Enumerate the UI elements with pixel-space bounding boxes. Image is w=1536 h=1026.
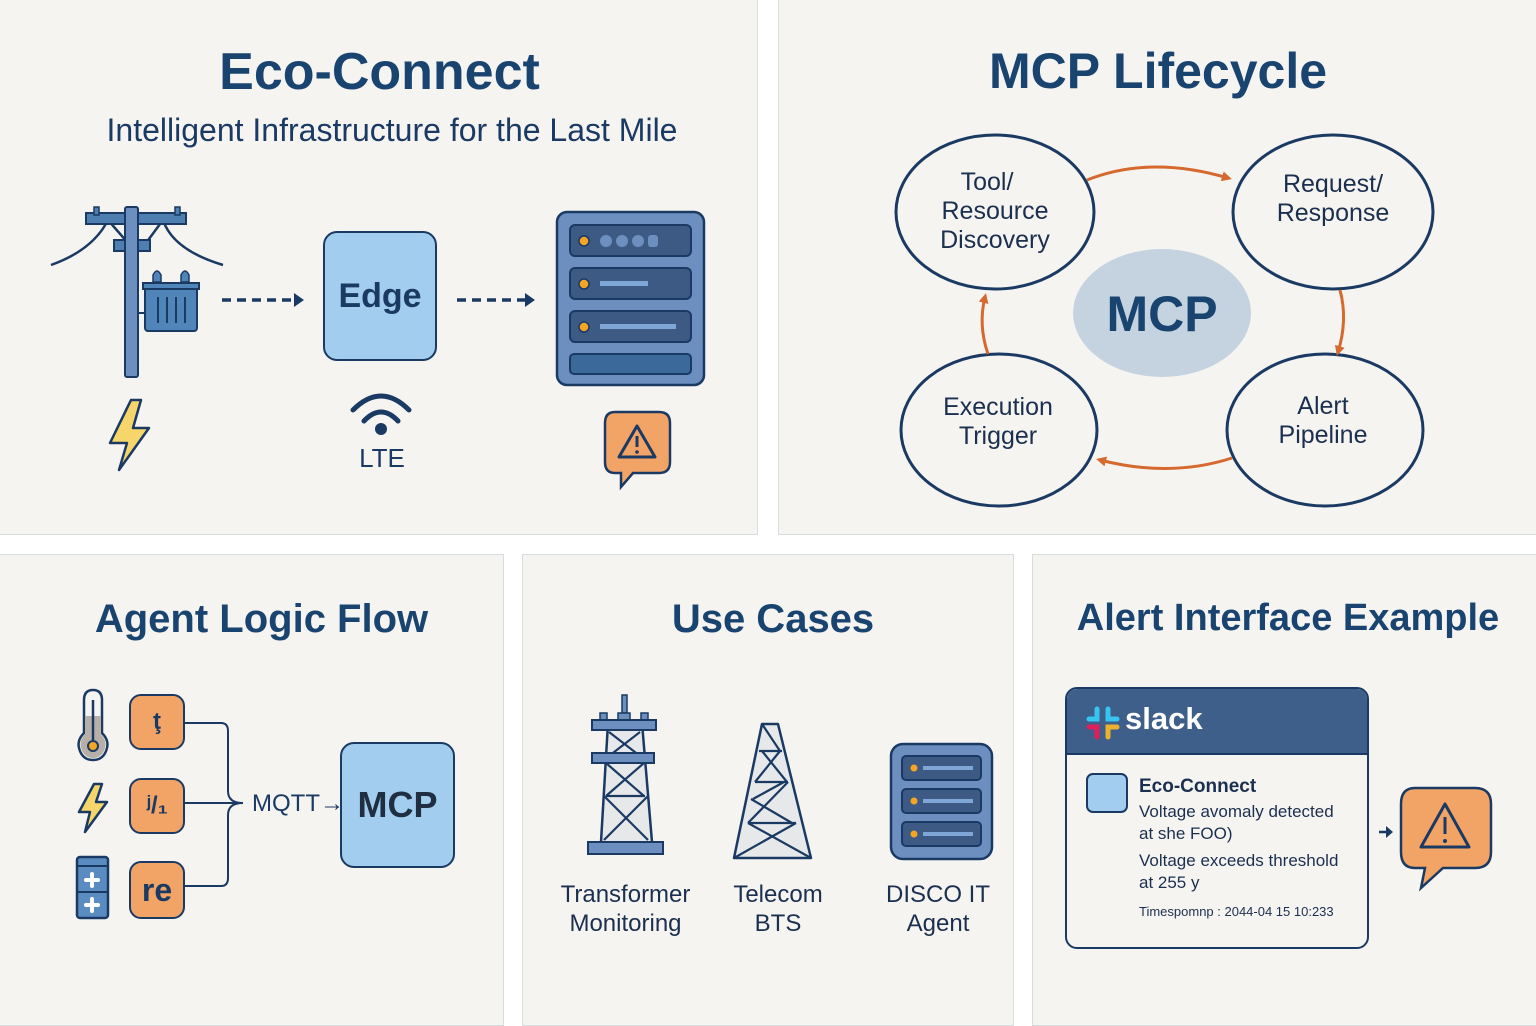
arrow-right-icon: → bbox=[319, 790, 344, 817]
lightning-bolt-icon bbox=[108, 398, 151, 472]
stage-alert-line2: Pipeline bbox=[1278, 421, 1368, 449]
alert-interface-title: Alert Interface Example bbox=[1076, 597, 1500, 639]
stage-request-response[interactable] bbox=[1231, 133, 1435, 291]
use-case-line1: Telecom bbox=[733, 881, 823, 908]
stage-alert-pipeline[interactable] bbox=[1225, 352, 1425, 508]
sender-name: Eco-Connect bbox=[1139, 776, 1257, 797]
use-case-line2: BTS bbox=[754, 910, 802, 937]
telecom-tower-icon bbox=[732, 722, 813, 860]
lte-label: LTE bbox=[359, 443, 405, 473]
server-rack-icon bbox=[555, 210, 706, 387]
thermometer-icon bbox=[77, 688, 109, 762]
sensor-badge-text: re bbox=[141, 871, 173, 908]
stage-execution-line2: Trigger bbox=[958, 422, 1038, 450]
stage-tool-discovery[interactable] bbox=[894, 133, 1096, 291]
mcp-center-node bbox=[1073, 249, 1251, 377]
lifecycle-diagram bbox=[894, 133, 1435, 508]
arrow-right-icon bbox=[1379, 826, 1393, 838]
arrow-discovery-to-request bbox=[1086, 165, 1232, 182]
eco-connect-panel: Eco-Connect Intelligent Infrastructure f… bbox=[0, 0, 758, 535]
stage-tool-line2: Resource bbox=[941, 197, 1049, 225]
use-case-label: Telecom BTS bbox=[708, 880, 848, 938]
sensor-merge-connector bbox=[185, 722, 244, 887]
sensor-badge-temperature: ţ bbox=[129, 694, 185, 750]
stage-tool-line1: Tool/ bbox=[960, 168, 1014, 196]
warning-bubble-icon bbox=[1399, 786, 1493, 892]
warning-bubble-icon bbox=[603, 410, 672, 491]
mcp-target-label: MCP bbox=[357, 784, 438, 825]
sender-avatar bbox=[1086, 773, 1128, 813]
use-cases-title: Use Cases bbox=[671, 597, 875, 641]
stage-execution-trigger[interactable] bbox=[899, 352, 1099, 508]
slack-header: slack bbox=[1067, 689, 1367, 755]
stage-label: Tool/ Resource Discovery bbox=[910, 168, 1080, 255]
use-case-line1: DISCO IT bbox=[885, 881, 990, 908]
mqtt-label: MQTT→ bbox=[252, 790, 344, 818]
edge-node: Edge bbox=[323, 231, 437, 361]
sensor-badge-battery: re bbox=[129, 861, 185, 919]
message-anomaly-l1: Voltage avomaly detected bbox=[1139, 802, 1334, 821]
use-case-line2: Agent bbox=[906, 910, 970, 937]
mcp-target-node: MCP bbox=[340, 742, 455, 868]
slack-message-card[interactable]: slack Eco-Connect Voltage avomaly detect… bbox=[1065, 687, 1369, 949]
message-threshold-l1: Voltage exceeds threshold bbox=[1139, 851, 1339, 870]
arrow-execution-to-discovery bbox=[978, 293, 990, 355]
eco-connect-title: Eco-Connect bbox=[219, 43, 540, 101]
stage-execution-line1: Execution bbox=[943, 393, 1053, 421]
mqtt-text: MQTT bbox=[252, 790, 320, 817]
arrow-alert-to-execution bbox=[1096, 456, 1233, 470]
stage-tool-line3: Discovery bbox=[940, 226, 1050, 254]
mcp-center-label: MCP bbox=[1106, 286, 1218, 342]
utility-pole-transformer-icon bbox=[50, 206, 224, 378]
sensor-badge-voltage: ʲ/₁ bbox=[129, 778, 185, 834]
edge-label: Edge bbox=[338, 276, 422, 315]
use-cases-panel: Use Cases Transformer Monitoring Telecom… bbox=[522, 554, 1014, 1026]
message-timestamp: Timespomnp : 2044-04 15 10:233 bbox=[1139, 904, 1334, 919]
stage-request-line2: Response bbox=[1276, 199, 1390, 227]
eco-connect-subtitle: Intelligent Infrastructure for the Last … bbox=[106, 112, 678, 148]
agent-logic-flow-title: Agent Logic Flow bbox=[94, 597, 429, 641]
slack-wordmark: slack bbox=[1125, 701, 1203, 736]
lightning-bolt-icon bbox=[77, 782, 109, 834]
slack-logo-icon bbox=[1086, 706, 1120, 740]
use-case-label: Transformer Monitoring bbox=[543, 880, 708, 938]
sensor-badge-text: ţ bbox=[153, 708, 161, 735]
agent-logic-flow-panel: Agent Logic Flow ţ ʲ/₁ re MQTT→ MCP bbox=[0, 554, 504, 1026]
dotted-arrow-1 bbox=[222, 293, 304, 307]
message-anomaly-l2: at she FOO) bbox=[1139, 824, 1233, 843]
transmission-tower-icon bbox=[587, 694, 664, 855]
stage-request-line1: Request/ bbox=[1282, 170, 1384, 198]
arrow-request-to-alert bbox=[1335, 289, 1345, 356]
alert-interface-panel: Alert Interface Example slack Eco-Connec… bbox=[1032, 554, 1536, 1026]
stage-alert-line1: Alert bbox=[1297, 392, 1349, 420]
dotted-arrow-2 bbox=[457, 293, 535, 307]
use-case-line2: Monitoring bbox=[569, 910, 682, 937]
stage-label: Request/ Response bbox=[1248, 170, 1418, 228]
message-body: Eco-Connect Voltage avomaly detected at … bbox=[1139, 775, 1364, 921]
server-icon bbox=[889, 742, 994, 861]
battery-icon bbox=[75, 855, 110, 920]
mcp-lifecycle-title: MCP Lifecycle bbox=[988, 43, 1328, 99]
stage-label: Alert Pipeline bbox=[1238, 392, 1408, 450]
wifi-signal-icon bbox=[350, 393, 412, 435]
message-threshold-l2: at 255 y bbox=[1139, 873, 1200, 892]
stage-label: Execution Trigger bbox=[913, 393, 1083, 451]
use-case-line1: Transformer bbox=[560, 881, 691, 908]
use-case-label: DISCO IT Agent bbox=[868, 880, 1008, 938]
sensor-badge-text: ʲ/₁ bbox=[146, 792, 168, 819]
